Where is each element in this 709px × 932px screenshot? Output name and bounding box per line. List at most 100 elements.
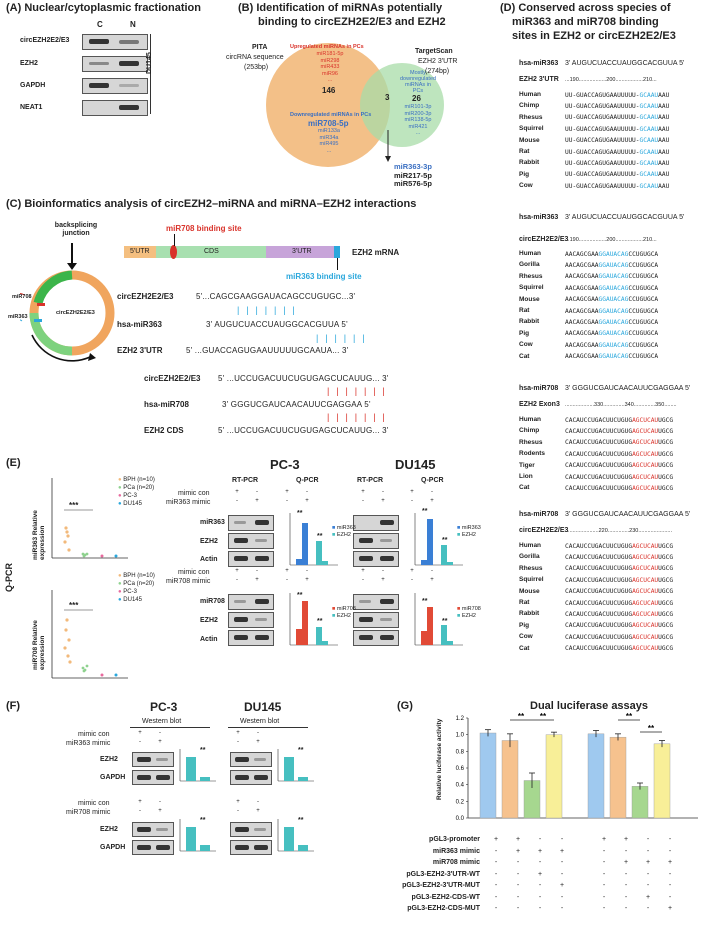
f-cell1: PC-3 xyxy=(150,700,178,714)
species-label: Rat xyxy=(519,148,530,155)
condition-sign: - xyxy=(516,893,520,901)
condition-sign: - xyxy=(560,893,564,901)
condition-sign: - xyxy=(560,870,564,878)
species-label: Squirrel xyxy=(519,284,544,292)
species-sequence: CACAUCCUGACUUCUGUGAGCUCAUUGCG xyxy=(565,633,674,641)
species-sequence: CACAUCCUGACUUCUGUGAGCUCAUUGCG xyxy=(565,622,674,630)
species-label: Mouse xyxy=(519,295,540,303)
species-sequence: CACAUCCUGACUUCUGUGAGCUCAUUGCG xyxy=(565,416,674,424)
bar xyxy=(587,733,605,819)
species-label: Pig xyxy=(519,329,530,337)
species-label: Rhesus xyxy=(519,272,543,280)
condition-sign: - xyxy=(494,870,498,878)
condition-sign: + xyxy=(158,739,162,745)
condition-sign: + xyxy=(158,808,162,814)
condition-sign: + xyxy=(138,730,142,736)
luciferase-bar-chart: 0.00.20.40.60.81.01.2******** xyxy=(456,712,698,822)
blot-circezh2 xyxy=(82,34,148,50)
e-qpcr-1: Q-PCR xyxy=(296,477,319,484)
condition-sign: - xyxy=(602,882,606,889)
condition-sign: - xyxy=(560,905,564,912)
y-tick-label: 1.0 xyxy=(456,733,465,739)
e-legend: ■ miR363■ EZH2 xyxy=(457,525,481,538)
f-sig: ** xyxy=(298,747,304,754)
condition-sign: + xyxy=(305,498,309,504)
species-label: Cow xyxy=(519,341,533,349)
condition-sign: - xyxy=(236,498,238,504)
species-label: Chimp xyxy=(519,427,540,435)
e-mimic-con-2: mimic con xyxy=(178,569,210,576)
condition-label: pGL3-EZH2-CDS-MUT xyxy=(407,905,480,912)
species-sequence: CACAUCCUGACUUCUGUGAGCUCAUUGCG xyxy=(565,599,674,607)
condition-sign: + xyxy=(285,489,289,495)
condition-sign: - xyxy=(538,893,542,901)
condition-sign: + xyxy=(236,730,240,736)
f-sig: ** xyxy=(298,817,304,824)
y-tick-label: 0.8 xyxy=(456,749,465,755)
y-tick-label: 1.2 xyxy=(456,716,465,722)
condition-sign: - xyxy=(286,498,288,504)
condition-sign: - xyxy=(602,870,606,878)
condition-sign: - xyxy=(362,498,364,504)
panel-a-title: (A) Nuclear/cytoplasmic fractionation xyxy=(6,2,201,14)
condition-sign: - xyxy=(560,859,564,866)
f-mir708-mimic: miR708 mimic xyxy=(66,809,111,816)
species-sequence: AACAGCGAAGGAUACAGCCUGUGCA xyxy=(565,250,659,258)
e-sig: ** xyxy=(297,510,303,517)
species-label: Mouse xyxy=(519,136,540,144)
condition-sign: - xyxy=(159,730,161,736)
panel-d-title-3: sites in EZH2 or circEZH2E2/E3 xyxy=(512,30,676,42)
mrna-bar: 5'UTR CDS 3'UTR xyxy=(124,245,340,259)
overlap-count: 3 xyxy=(385,93,390,102)
condition-sign: - xyxy=(668,893,672,901)
e-sig: ** xyxy=(317,618,323,625)
venn-left-seq: circRNA sequence xyxy=(226,54,284,61)
e-rtpcr-2: RT-PCR xyxy=(357,477,384,484)
species-label: Human xyxy=(519,91,542,98)
species-label: Rhesus xyxy=(519,564,543,572)
venn-left-tool: PITA xyxy=(252,44,268,51)
condition-sign: - xyxy=(382,568,384,574)
condition-sign: - xyxy=(382,489,384,495)
species-sequence: CACAUCCUGACUUCUGUGAGCUCAUUGCG xyxy=(565,576,674,584)
species-label: Cat xyxy=(519,484,530,492)
species-sequence: UU-GUACCAGUGAAUUUUU-GCAAUAAU xyxy=(565,91,670,99)
condition-sign: - xyxy=(538,836,542,843)
species-sequence: CACAUCCUGACUUCUGUGAGCUCAUUGCG xyxy=(565,450,674,458)
condition-sign: + xyxy=(515,836,521,843)
condition-sign: - xyxy=(237,808,239,814)
condition-sign: - xyxy=(306,568,308,574)
f-wb-1: Western blot xyxy=(142,718,182,725)
sig-label: ** xyxy=(540,712,547,721)
mrna-label: EZH2 mRNA xyxy=(352,248,400,257)
condition-sign: + xyxy=(138,799,142,805)
panel-d-title-2: miR363 and miR708 binding xyxy=(512,16,659,28)
condition-sign: - xyxy=(624,847,628,855)
qpcr-scatter-plots xyxy=(51,478,128,679)
e-sig: ** xyxy=(442,618,448,625)
condition-sign: - xyxy=(602,893,606,901)
condition-sign: + xyxy=(623,836,629,843)
panel-e-title: (E) xyxy=(6,457,21,469)
condition-sign: + xyxy=(537,870,543,878)
right-count: 26 xyxy=(412,94,421,103)
panel-g-title: (G) xyxy=(397,700,413,712)
e-sig: ** xyxy=(422,598,428,605)
circ-label: circEZH2E2/E3 xyxy=(56,310,95,316)
condition-sign: - xyxy=(494,859,498,866)
bar xyxy=(501,740,519,819)
condition-sign: + xyxy=(645,893,651,901)
qpcr-side-label: Q-PCR xyxy=(4,563,14,592)
e-legend: ■ miR708■ EZH2 xyxy=(332,606,356,619)
condition-sign: - xyxy=(624,893,628,901)
e-mir708-mimic: miR708 mimic xyxy=(166,578,211,585)
f-bar-charts xyxy=(179,749,314,852)
species-sequence: UU-GUACCAGUGAAUUUUU-GCAAUAAU xyxy=(565,114,670,122)
circrna-diagram xyxy=(20,243,115,362)
mir363-label: miR363 xyxy=(8,314,28,320)
condition-sign: - xyxy=(668,882,672,889)
species-label: Human xyxy=(519,250,542,257)
species-label: Cat xyxy=(519,644,530,652)
condition-sign: - xyxy=(602,905,606,912)
